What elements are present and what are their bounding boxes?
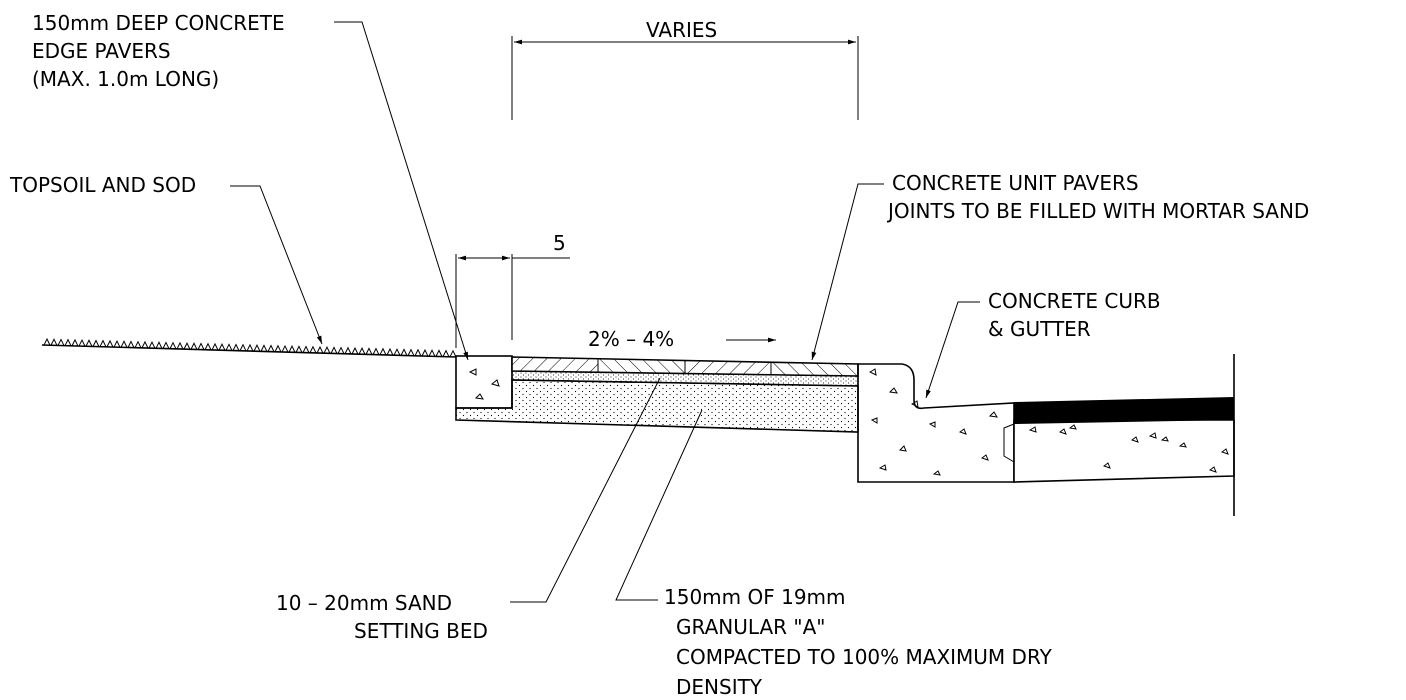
callout-edge-pavers: 150mm DEEP CONCRETE EDGE PAVERS (MAX. 1.… (32, 11, 469, 361)
unit-pavers-label-line1: CONCRETE UNIT PAVERS (892, 171, 1139, 195)
slope-indicator: 2% – 4% (588, 327, 776, 351)
callout-sand-bed: 10 – 20mm SAND SETTING BED (276, 377, 661, 643)
varies-label: VARIES (646, 18, 717, 42)
sand-bed-label-line1: 10 – 20mm SAND (276, 591, 452, 615)
edge-paver-aggregate-marks (468, 368, 500, 400)
callout-unit-pavers: CONCRETE UNIT PAVERS JOINTS TO BE FILLED… (811, 171, 1309, 361)
edge-pavers-label-line1: 150mm DEEP CONCRETE (32, 11, 285, 35)
granular-label-line1: 150mm OF 19mm (664, 585, 846, 609)
edge-paver-block (455, 355, 513, 409)
sand-bed-label-line2: SETTING BED (354, 619, 488, 643)
callout-granular: 150mm OF 19mm GRANULAR "A" COMPACTED TO … (615, 409, 1053, 699)
curb-label-line1: CONCRETE CURB (988, 289, 1161, 313)
curb-aggregate-marks (868, 368, 998, 476)
slab-aggregate-marks (1028, 424, 1229, 473)
topsoil-label: TOPSOIL AND SOD (9, 173, 196, 197)
asphalt-layer (1014, 397, 1234, 424)
granular-label-line4: DENSITY (676, 675, 763, 699)
granular-label-line3: COMPACTED TO 100% MAXIMUM DRY (676, 645, 1053, 669)
granular-label-line2: GRANULAR "A" (676, 615, 825, 639)
dimension-five: 5 (455, 231, 570, 348)
concrete-curb-gutter (857, 363, 1015, 483)
dim-five-label: 5 (553, 231, 566, 255)
unit-pavers-label-line2: JOINTS TO BE FILLED WITH MORTAR SAND (886, 199, 1309, 223)
dimension-varies: VARIES (511, 18, 859, 120)
granular-base-layer (455, 379, 859, 433)
callout-curb-gutter: CONCRETE CURB & GUTTER (925, 289, 1161, 399)
edge-pavers-label-line3: (MAX. 1.0m LONG) (32, 67, 219, 91)
edge-pavers-label-line2: EDGE PAVERS (32, 39, 171, 63)
sod-line (41, 337, 457, 358)
slope-label: 2% – 4% (588, 327, 674, 351)
curb-label-line2: & GUTTER (988, 317, 1091, 341)
road-slab (1013, 419, 1235, 483)
callout-topsoil: TOPSOIL AND SOD (9, 173, 323, 345)
